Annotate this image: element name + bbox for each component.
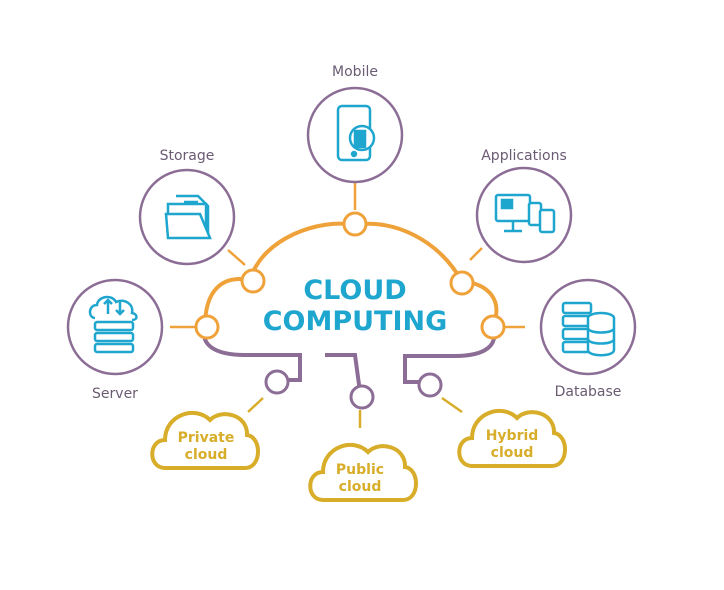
hybrid-cloud-shape (457, 408, 567, 468)
node-mobile (306, 86, 404, 184)
node-applications (475, 166, 573, 264)
folder-icon (164, 194, 212, 240)
private-cloud: Private cloud (150, 410, 260, 470)
public-cloud-line2: cloud (339, 479, 382, 495)
label-applications: Applications (481, 148, 567, 164)
title-line2: COMPUTING (263, 306, 448, 337)
public-cloud-shape (308, 442, 418, 502)
database-icon (561, 301, 616, 357)
private-cloud-line1: Private (178, 430, 235, 446)
hybrid-cloud: Hybrid cloud (457, 408, 567, 468)
public-cloud: Public cloud (308, 442, 418, 502)
private-cloud-shape (150, 410, 260, 470)
public-cloud-line1: Public (336, 462, 384, 478)
node-database (539, 278, 637, 376)
label-mobile: Mobile (332, 64, 378, 80)
node-storage (138, 168, 236, 266)
purple-junctions (264, 369, 443, 410)
orange-junctions (194, 211, 506, 340)
connector-lines (170, 183, 525, 329)
hybrid-cloud-line1: Hybrid (486, 428, 539, 444)
label-storage: Storage (160, 148, 215, 164)
server-icon (88, 295, 138, 354)
node-server (66, 278, 164, 376)
mobile-icon (336, 104, 376, 162)
hybrid-cloud-line2: cloud (491, 445, 534, 461)
private-cloud-line2: cloud (185, 447, 228, 463)
monitor-icon (494, 193, 556, 234)
title-line1: CLOUD (303, 275, 406, 306)
label-database: Database (555, 384, 622, 400)
cloud-connector-lines (247, 396, 463, 428)
label-server: Server (92, 386, 138, 402)
